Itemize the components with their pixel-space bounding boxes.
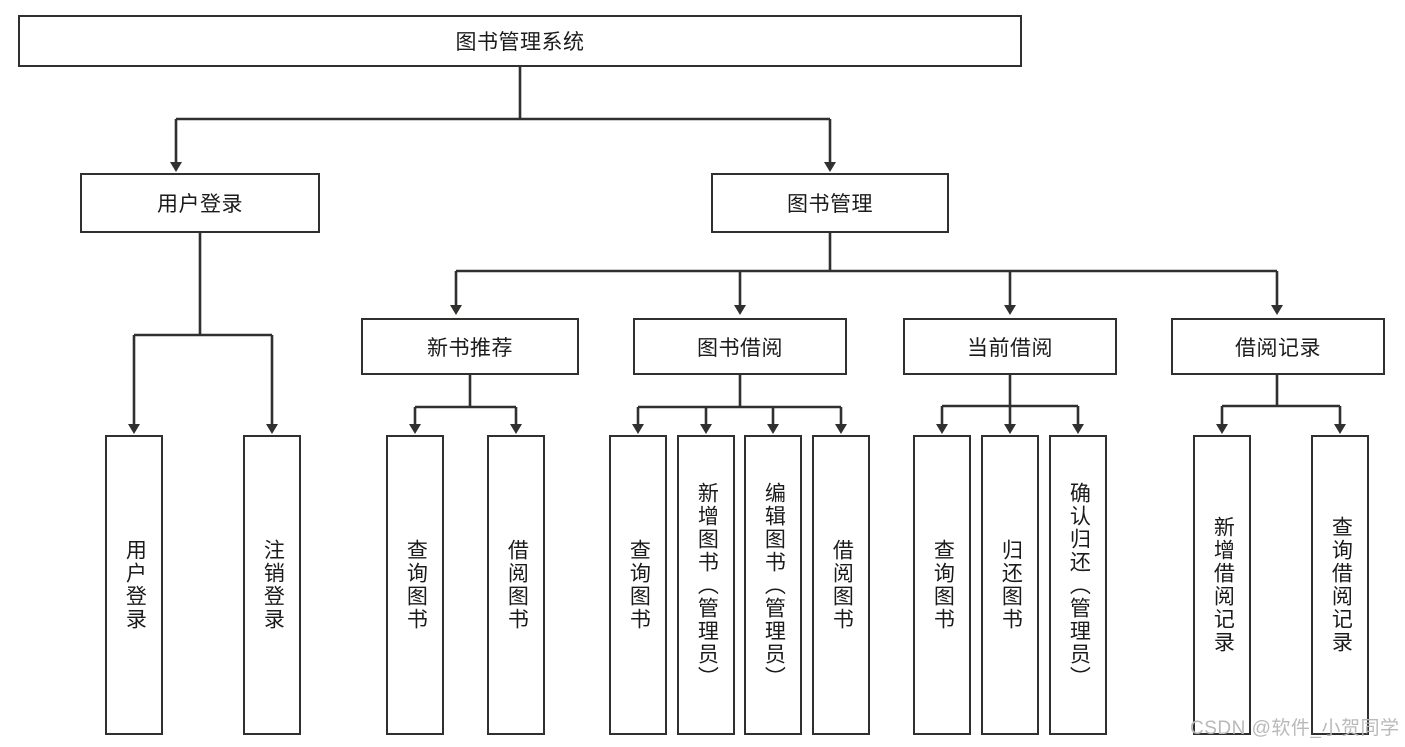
- leaf-borrow-query-book[interactable]: 查询图书: [609, 435, 667, 735]
- leaf-record-query-record[interactable]: 查询借阅记录: [1311, 435, 1369, 735]
- node-label: 新书推荐: [427, 336, 513, 360]
- leaf-recommend-borrow-book[interactable]: 借阅图书: [487, 435, 545, 735]
- node-label: 归还图书: [999, 539, 1023, 631]
- node-label: 新增借阅记录: [1211, 516, 1235, 654]
- leaf-record-add-record[interactable]: 新增借阅记录: [1193, 435, 1251, 735]
- node-label: 当前借阅: [967, 336, 1053, 360]
- node-book-management[interactable]: 图书管理: [711, 173, 949, 233]
- leaf-user-login-signout[interactable]: 注销登录: [243, 435, 301, 735]
- node-label: 查询借阅记录: [1329, 516, 1353, 654]
- node-label: 用户登录: [157, 193, 243, 216]
- node-label: 编辑图书（管理员）: [762, 481, 786, 689]
- node-label: 新增图书（管理员）: [695, 481, 719, 689]
- leaf-borrow-borrow-book[interactable]: 借阅图书: [812, 435, 870, 735]
- leaf-current-confirm-return-admin[interactable]: 确认归还（管理员）: [1049, 435, 1107, 735]
- node-root-system[interactable]: 图书管理系统: [18, 15, 1022, 67]
- node-borrow-record[interactable]: 借阅记录: [1171, 318, 1385, 375]
- node-user-login[interactable]: 用户登录: [80, 173, 320, 233]
- node-label: 查询图书: [627, 539, 651, 631]
- leaf-borrow-edit-book-admin[interactable]: 编辑图书（管理员）: [744, 435, 802, 735]
- node-label: 借阅图书: [505, 539, 529, 631]
- leaf-borrow-add-book-admin[interactable]: 新增图书（管理员）: [677, 435, 735, 735]
- node-label: 注销登录: [261, 539, 285, 631]
- node-label: 确认归还（管理员）: [1067, 481, 1091, 689]
- leaf-recommend-query-book[interactable]: 查询图书: [386, 435, 444, 735]
- leaf-user-login-signin[interactable]: 用户登录: [105, 435, 163, 735]
- node-new-book-recommend[interactable]: 新书推荐: [361, 318, 579, 375]
- node-label: 用户登录: [123, 539, 147, 631]
- node-label: 查询图书: [931, 539, 955, 631]
- node-label: 图书管理: [787, 193, 873, 216]
- watermark-label: CSDN @软件_小贺同学: [1190, 718, 1400, 739]
- node-label: 借阅图书: [830, 539, 854, 631]
- node-current-borrow[interactable]: 当前借阅: [903, 318, 1117, 375]
- node-label: 图书借阅: [697, 336, 783, 360]
- leaf-current-query-book[interactable]: 查询图书: [913, 435, 971, 735]
- node-label: 图书管理系统: [455, 31, 585, 54]
- node-label: 借阅记录: [1235, 336, 1321, 360]
- node-book-borrow[interactable]: 图书借阅: [633, 318, 847, 375]
- leaf-current-return-book[interactable]: 归还图书: [981, 435, 1039, 735]
- node-label: 查询图书: [404, 539, 428, 631]
